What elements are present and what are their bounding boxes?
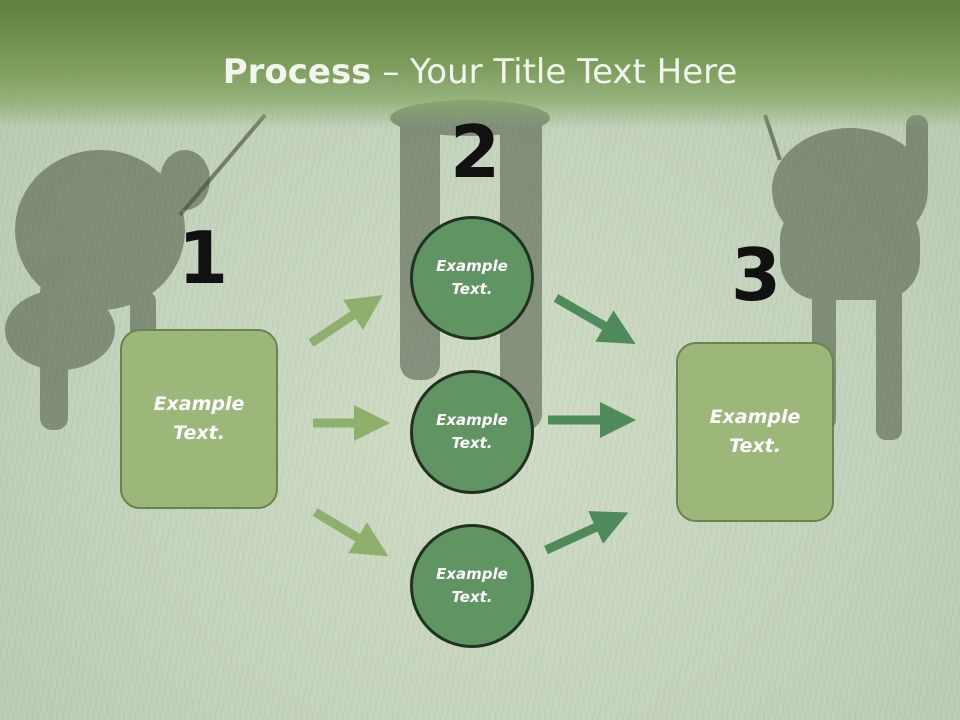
circle-middle-text: Example Text. xyxy=(436,411,508,452)
process-circle-bottom: Example Text. xyxy=(410,524,534,648)
circle-bottom-text: Example Text. xyxy=(436,565,508,606)
circle-top-text: Example Text. xyxy=(436,257,508,298)
title-bold: Process xyxy=(222,52,372,92)
slide-title: Process – Your Title Text Here xyxy=(0,52,960,92)
arrow-left-to-bottom xyxy=(312,508,389,557)
arrow-left-to-top xyxy=(308,295,383,347)
arrow-bottom-to-right xyxy=(544,511,629,555)
step-number-3: 3 xyxy=(731,233,782,317)
header-band xyxy=(0,0,960,128)
arrow-top-to-right xyxy=(553,294,636,345)
process-circle-top: Example Text. xyxy=(410,216,534,340)
process-circle-middle: Example Text. xyxy=(410,370,534,494)
left-process-box: Example Text. xyxy=(120,329,278,509)
right-process-box: Example Text. xyxy=(676,342,834,522)
title-rest: – Your Title Text Here xyxy=(371,52,738,92)
step-number-2: 2 xyxy=(450,110,501,194)
right-box-text: Example Text. xyxy=(709,406,801,457)
left-box-text: Example Text. xyxy=(153,393,245,444)
step-number-1: 1 xyxy=(178,216,229,300)
